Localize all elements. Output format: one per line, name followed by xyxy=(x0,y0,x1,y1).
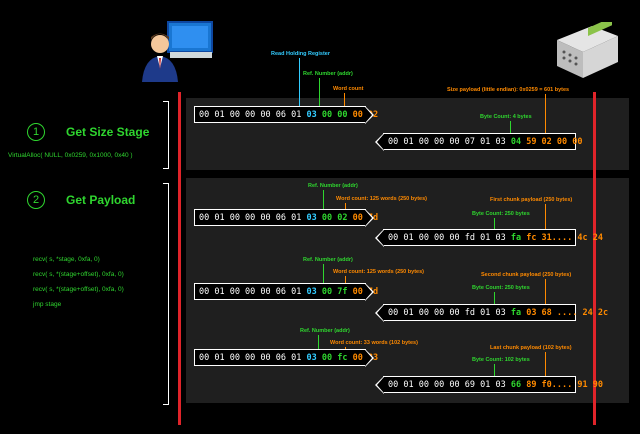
stage2-code-line: jmp stage xyxy=(33,301,62,308)
function-code: 03 xyxy=(306,287,317,297)
ref-number: 00 fc xyxy=(321,353,348,363)
tick xyxy=(323,190,324,209)
stage1-code: VirtualAlloc( NULL, 0x0259, 0x1000, 0x40… xyxy=(8,152,133,159)
stage2-code-line: recv( s, *stage, 0xfa, 0) xyxy=(33,256,100,263)
word-count: 00 7d xyxy=(352,287,379,297)
tick xyxy=(323,264,324,283)
request-packet: 00 01 00 00 00 06 01 03 00 02 00 7d xyxy=(194,209,378,227)
label-byte-count: Byte Count: 4 bytes xyxy=(480,114,532,120)
plc-device-icon xyxy=(552,17,622,82)
label-word-count: Word count: 125 words (250 bytes) xyxy=(336,196,427,202)
chunk-payload: fc 31.... 4c 24 xyxy=(526,233,603,243)
packet-header: 00 01 00 00 00 06 01 xyxy=(199,353,302,363)
tick xyxy=(319,78,320,106)
stage2-number: 2 xyxy=(27,191,45,209)
request-packet: 00 01 00 00 00 06 01 03 00 7f 00 7d xyxy=(194,283,378,301)
label-size-payload: Size payload (little endian): 0x0259 = 6… xyxy=(447,87,570,93)
label-word-count: Word count xyxy=(333,86,364,92)
packet-header: 00 01 00 00 00 06 01 xyxy=(199,287,302,297)
tick xyxy=(318,335,319,349)
tick xyxy=(494,292,495,304)
label-read-holding-register: Read Holding Register xyxy=(271,51,330,57)
tick xyxy=(345,276,346,283)
tick xyxy=(545,352,546,376)
user-computer-icon xyxy=(140,20,215,85)
label-byte-count: Byte Count: 250 bytes xyxy=(472,285,530,291)
stage1-response-packet: 00 01 00 00 00 07 01 03 04 59 02 00 00 xyxy=(375,133,583,151)
client-lifeline xyxy=(178,92,181,425)
label-byte-count: Byte Count: 102 bytes xyxy=(472,357,530,363)
word-count: 00 33 xyxy=(352,353,379,363)
label-chunk-payload: Last chunk payload (102 bytes) xyxy=(490,345,572,351)
tick xyxy=(344,93,345,106)
stage1-number: 1 xyxy=(27,123,45,141)
function-code: 03 xyxy=(306,213,317,223)
ref-number: 00 02 xyxy=(321,213,348,223)
response-packet: 00 01 00 00 00 fd 01 03 fa 03 68 .... 24… xyxy=(375,304,608,322)
byte-count: 66 xyxy=(510,380,522,390)
label-chunk-payload: First chunk payload (250 bytes) xyxy=(490,197,573,203)
stage1-request-packet: 00 01 00 00 00 06 01 03 00 00 00 02 xyxy=(194,106,378,124)
stage1-title: Get Size Stage xyxy=(66,125,150,139)
stage2-code-line: recv( s, *(stage+offset), 0xfa, 0) xyxy=(33,271,124,278)
stage2-brace xyxy=(163,183,169,405)
tick xyxy=(545,279,546,304)
ref-number: 00 7f xyxy=(321,287,348,297)
stage2-title: Get Payload xyxy=(66,193,136,207)
packet-header: 00 01 00 00 00 07 01 03 xyxy=(388,137,506,147)
chunk-payload: 89 f0.... 91 90 xyxy=(526,380,603,390)
word-count: 00 7d xyxy=(352,213,379,223)
function-code: 03 xyxy=(306,353,317,363)
tick xyxy=(299,58,300,106)
label-ref-number: Ref. Number (addr) xyxy=(303,71,353,77)
byte-count: fa xyxy=(510,233,522,243)
tick xyxy=(545,204,546,229)
label-word-count: Word count: 125 words (250 bytes) xyxy=(333,269,424,275)
chunk-payload: 03 68 .... 24 2c xyxy=(526,308,609,318)
label-chunk-payload: Second chunk payload (250 bytes) xyxy=(481,272,572,278)
tick xyxy=(345,203,346,209)
packet-header: 00 01 00 00 00 fd 01 03 xyxy=(388,308,506,318)
stage1-brace xyxy=(163,101,169,169)
word-count: 00 02 xyxy=(352,110,379,120)
label-byte-count: Byte Count: 250 bytes xyxy=(472,211,530,217)
label-ref-number: Ref. Number (addr) xyxy=(300,328,350,334)
stage2-code-line: recv( s, *(stage+offset), 0xfa, 0) xyxy=(33,286,124,293)
byte-count: fa xyxy=(510,308,522,318)
payload-size: 59 02 00 00 xyxy=(526,137,583,147)
tick xyxy=(494,218,495,229)
response-packet: 00 01 00 00 00 fd 01 03 fa fc 31.... 4c … xyxy=(375,229,603,247)
label-word-count: Word count: 33 words (102 bytes) xyxy=(330,340,418,346)
tick xyxy=(545,94,546,133)
packet-header: 00 01 00 00 00 06 01 xyxy=(199,213,302,223)
label-ref-number: Ref. Number (addr) xyxy=(303,257,353,263)
label-ref-number: Ref. Number (addr) xyxy=(308,183,358,189)
tick xyxy=(510,121,511,133)
packet-header: 00 01 00 00 00 69 01 03 xyxy=(388,380,506,390)
server-lifeline xyxy=(593,92,596,425)
function-code: 03 xyxy=(306,110,317,120)
packet-header: 00 01 00 00 00 06 01 xyxy=(199,110,302,120)
request-packet: 00 01 00 00 00 06 01 03 00 fc 00 33 xyxy=(194,349,378,367)
byte-count: 04 xyxy=(510,137,522,147)
response-packet: 00 01 00 00 00 69 01 03 66 89 f0.... 91 … xyxy=(375,376,603,394)
tick xyxy=(494,364,495,376)
ref-number: 00 00 xyxy=(321,110,348,120)
tick xyxy=(345,347,346,349)
packet-header: 00 01 00 00 00 fd 01 03 xyxy=(388,233,506,243)
